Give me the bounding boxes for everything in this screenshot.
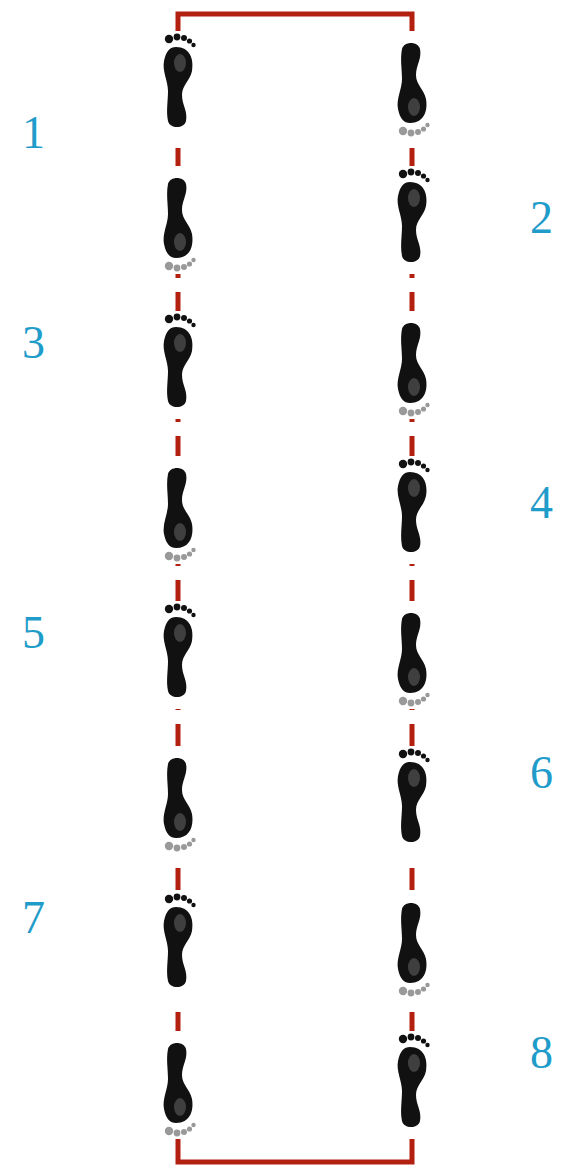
step-number: 6 — [530, 750, 553, 796]
bracket — [178, 14, 412, 1162]
step-line — [178, 40, 412, 1140]
step-number: 1 — [22, 110, 45, 156]
footprint — [398, 323, 430, 416]
footprint-ground — [154, 456, 202, 564]
footprint — [164, 314, 196, 407]
footprint-ground — [388, 31, 436, 139]
footprint — [398, 43, 430, 136]
footprint-ground — [388, 1031, 436, 1139]
footprint-ground — [154, 31, 202, 139]
footprint — [164, 178, 196, 271]
footprint — [398, 613, 430, 706]
step-number: 2 — [530, 195, 553, 241]
footprint — [164, 604, 196, 697]
footprint — [398, 459, 430, 552]
footprint — [164, 758, 196, 851]
step-number: 3 — [22, 320, 45, 366]
footprint — [164, 34, 196, 127]
footprint-ground — [388, 456, 436, 564]
footprint-ground — [154, 891, 202, 999]
footprint — [164, 468, 196, 561]
step-number: 7 — [22, 895, 45, 941]
footprint-ground — [154, 311, 202, 419]
step-number: 5 — [22, 610, 45, 656]
footprints — [154, 31, 436, 1139]
footprint-ground — [388, 601, 436, 709]
footprint-ground — [388, 746, 436, 854]
footprint — [164, 894, 196, 987]
step-number: 4 — [530, 480, 553, 526]
footprint — [398, 903, 430, 996]
footprint-ground — [388, 311, 436, 419]
footprint-ground — [154, 601, 202, 709]
footprint-ground — [388, 891, 436, 999]
step-number: 8 — [530, 1030, 553, 1076]
footprint-ground — [388, 166, 436, 274]
footprint — [398, 169, 430, 262]
footprint — [398, 749, 430, 842]
footprint-ground — [154, 1031, 202, 1139]
footprint-ground — [154, 746, 202, 854]
footprint — [398, 1034, 430, 1127]
footprint-ground — [154, 166, 202, 274]
footprint — [164, 1043, 196, 1136]
